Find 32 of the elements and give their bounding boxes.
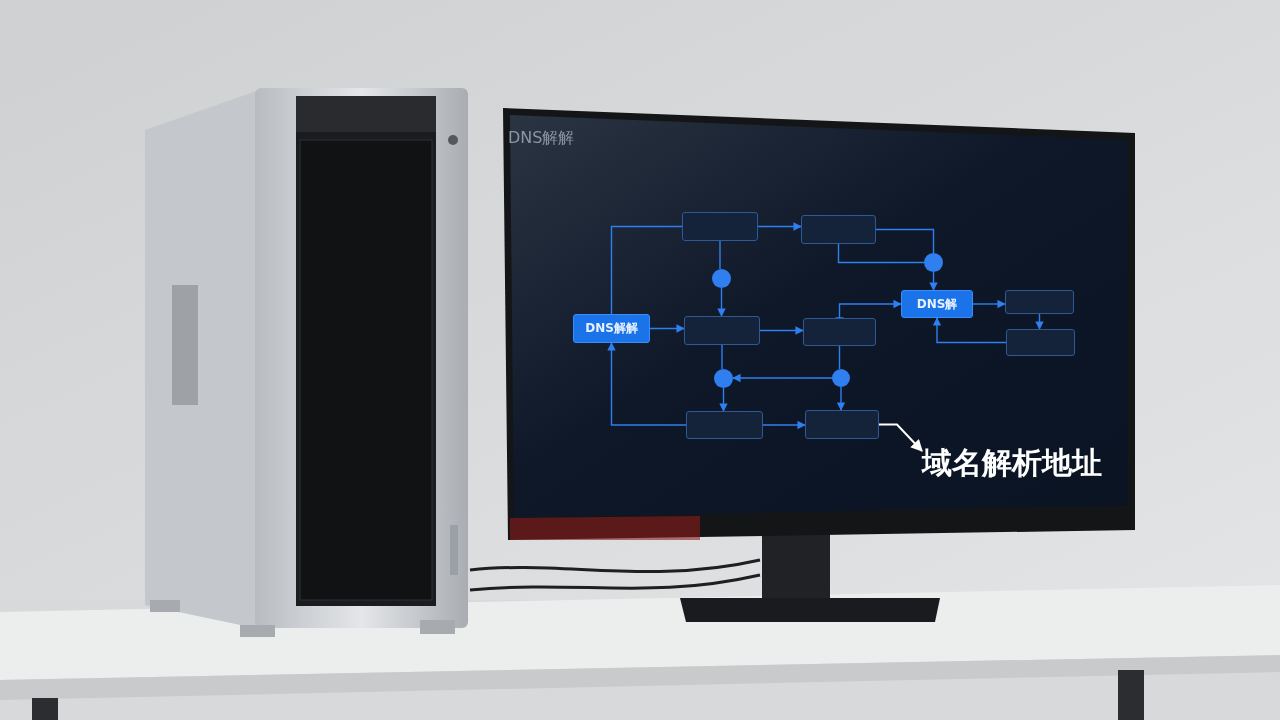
arrow — [836, 386, 846, 411]
arrow — [762, 420, 806, 430]
arrow — [929, 271, 938, 291]
process-box: DNS解解 — [573, 314, 650, 343]
process-box — [682, 212, 758, 241]
arrow — [649, 324, 685, 333]
process-box — [1006, 329, 1075, 356]
connector-line — [610, 225, 683, 315]
arrow — [1035, 313, 1044, 330]
process-box: DNS解 — [901, 290, 973, 318]
arrow — [932, 317, 1007, 344]
process-box — [805, 410, 879, 439]
arrow — [719, 387, 728, 412]
arrow — [759, 326, 804, 335]
screen-title: DNS解解 — [508, 128, 575, 149]
process-box — [803, 318, 876, 346]
callout-text: 域名解析地址 — [922, 443, 1102, 484]
process-box — [686, 411, 763, 439]
connector-line — [721, 344, 723, 370]
process-box — [801, 215, 876, 244]
arrow — [732, 373, 833, 383]
process-box — [684, 316, 760, 345]
leader-arrow — [878, 423, 923, 452]
arrow — [607, 342, 687, 426]
arrow — [757, 222, 802, 231]
connector-line — [837, 243, 925, 264]
connector-line — [719, 240, 721, 270]
connector-line — [838, 345, 841, 370]
connector-line — [875, 228, 935, 254]
arrow — [717, 287, 726, 317]
arrow — [972, 299, 1006, 309]
process-box — [1005, 290, 1074, 314]
